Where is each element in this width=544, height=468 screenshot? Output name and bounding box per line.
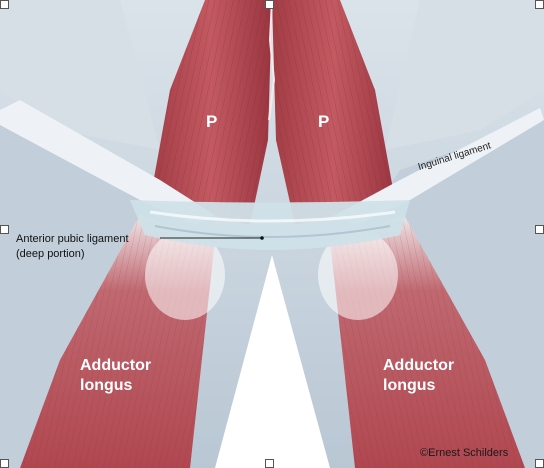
- copyright-credit: ©Ernest Schilders: [420, 447, 509, 459]
- resize-handle-top-left[interactable]: [0, 0, 9, 9]
- psoas-left-label: P: [206, 112, 218, 131]
- resize-handle-bottom[interactable]: [265, 459, 274, 468]
- anterior-pubic-ligament-label: Anterior pubic ligament: [16, 233, 129, 245]
- central-gap: [215, 255, 330, 468]
- inguinal-ligament-right: [335, 108, 544, 225]
- resize-handle-top[interactable]: [265, 0, 274, 9]
- adductor-right-tendon-highlight: [318, 230, 398, 320]
- adductor-left-tendon-highlight: [145, 230, 225, 320]
- adductor-right-label-line2: longus: [383, 377, 436, 394]
- adductor-left-label-line2: longus: [80, 377, 133, 394]
- psoas-midline: [268, 0, 276, 121]
- adductor-left-label-line1: Adductor: [80, 357, 152, 374]
- resize-handle-left[interactable]: [0, 225, 9, 234]
- inguinal-ligament-left: [0, 100, 215, 225]
- deep-portion-label: (deep portion): [16, 248, 85, 260]
- upper-right-fold: [385, 0, 544, 150]
- resize-handle-bottom-left[interactable]: [0, 459, 9, 468]
- resize-handle-top-right[interactable]: [535, 0, 544, 9]
- pointer-dot: [260, 236, 264, 240]
- adductor-right-label-line1: Adductor: [383, 357, 455, 374]
- psoas-right-label: P: [318, 112, 330, 131]
- resize-handle-right[interactable]: [535, 225, 544, 234]
- resize-handle-bottom-right[interactable]: [535, 459, 544, 468]
